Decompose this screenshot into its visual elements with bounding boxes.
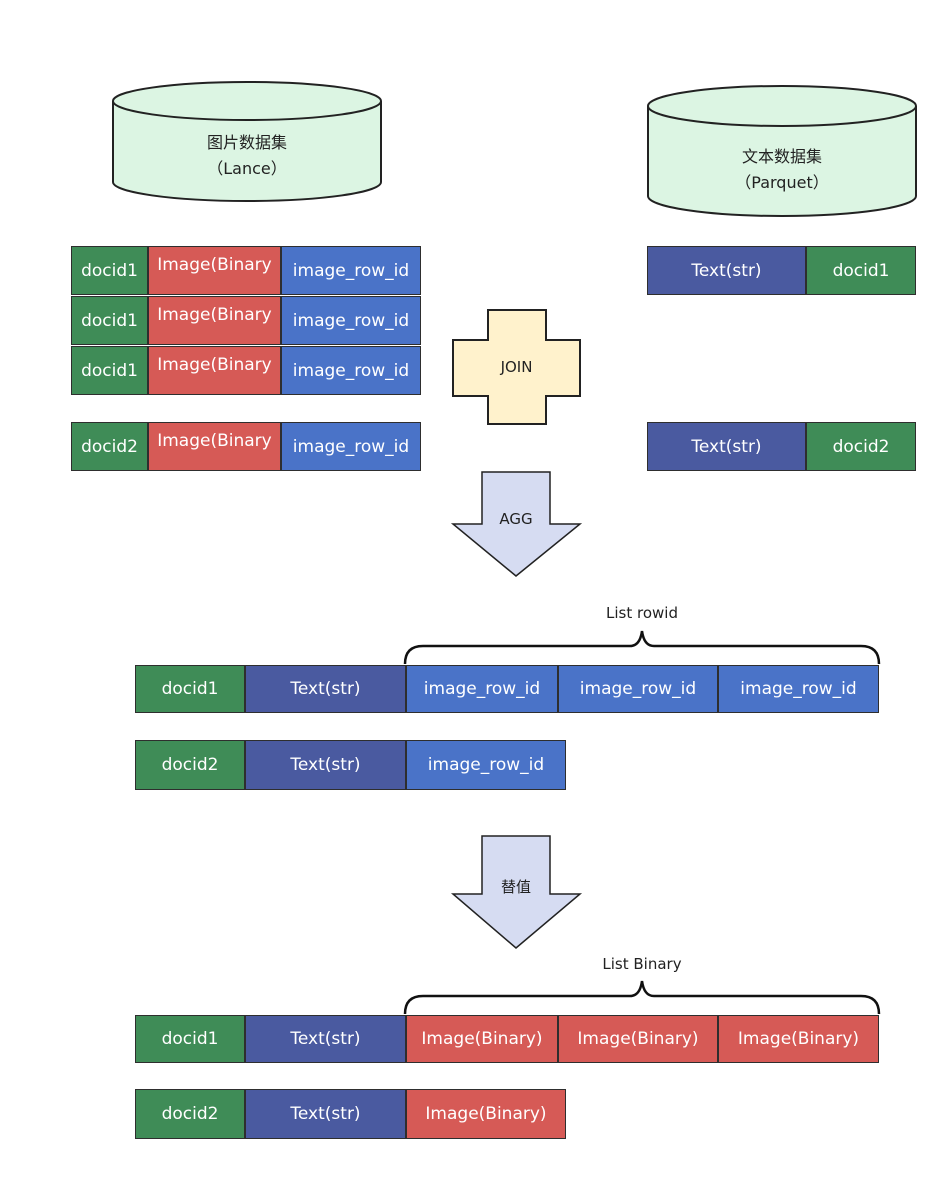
image-row-id-cell: image_row_id	[281, 346, 421, 395]
image-binary-cell: Image(Binary	[148, 422, 281, 471]
text-dataset-format: （Parquet）	[735, 173, 829, 192]
docid-cell: docid1	[135, 1015, 245, 1063]
docid-cell: docid1	[71, 246, 148, 295]
image-binary-cell: Image(Binary)	[718, 1015, 879, 1063]
text-dataset-title: 文本数据集	[741, 147, 822, 166]
image-binary-cell: Image(Binary)	[406, 1089, 566, 1139]
image-dataset-format: （Lance）	[207, 159, 287, 178]
list-binary-label: List Binary	[602, 955, 682, 973]
list-rowid-brace	[403, 630, 881, 665]
text-str-cell: Text(str)	[245, 665, 406, 713]
text-str-cell: Text(str)	[245, 740, 406, 790]
docid-cell: docid2	[135, 1089, 245, 1139]
image-binary-cell: Image(Binary	[148, 246, 281, 295]
agg-label: AGG	[499, 510, 533, 528]
docid-cell: docid1	[806, 246, 916, 295]
docid-cell: docid2	[806, 422, 916, 471]
join-label: JOIN	[500, 358, 533, 376]
replace-label: 替值	[500, 878, 531, 896]
image-row-id-cell: image_row_id	[406, 665, 558, 713]
text-str-cell: Text(str)	[245, 1015, 406, 1063]
image-row-id-cell: image_row_id	[558, 665, 718, 713]
image-binary-cell: Image(Binary)	[558, 1015, 718, 1063]
image-row-id-cell: image_row_id	[406, 740, 566, 790]
text-str-cell: Text(str)	[647, 246, 806, 295]
join-cross-shape	[452, 309, 581, 425]
docid-cell: docid1	[135, 665, 245, 713]
image-row-id-cell: image_row_id	[281, 422, 421, 471]
docid-cell: docid1	[71, 346, 148, 395]
text-str-cell: Text(str)	[647, 422, 806, 471]
docid-cell: docid2	[71, 422, 148, 471]
list-binary-brace	[403, 980, 881, 1015]
agg-arrow-shape	[450, 471, 583, 577]
image-dataset-label: 图片数据集 （Lance）	[113, 130, 381, 182]
image-binary-cell: Image(Binary	[148, 346, 281, 395]
image-binary-cell: Image(Binary	[148, 296, 281, 345]
image-dataset-cylinder	[112, 81, 382, 202]
docid-cell: docid1	[71, 296, 148, 345]
replace-arrow-shape	[450, 835, 583, 949]
image-row-id-cell: image_row_id	[718, 665, 879, 713]
image-binary-cell: Image(Binary)	[406, 1015, 558, 1063]
image-dataset-title: 图片数据集	[206, 133, 287, 152]
text-dataset-label: 文本数据集 （Parquet）	[648, 144, 916, 196]
image-row-id-cell: image_row_id	[281, 296, 421, 345]
image-row-id-cell: image_row_id	[281, 246, 421, 295]
docid-cell: docid2	[135, 740, 245, 790]
text-str-cell: Text(str)	[245, 1089, 406, 1139]
text-dataset-cylinder	[647, 85, 917, 217]
list-rowid-label: List rowid	[606, 604, 678, 622]
